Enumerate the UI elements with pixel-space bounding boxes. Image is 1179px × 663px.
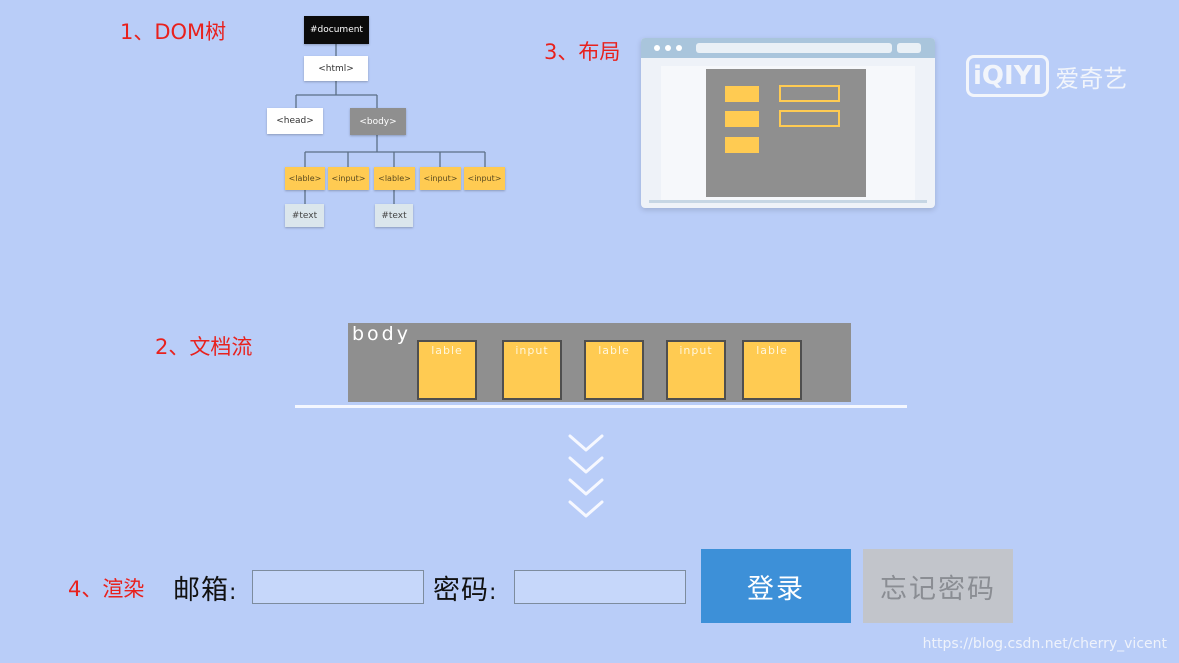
label-document-flow: 2、文档流 xyxy=(155,335,253,359)
flow-baseline xyxy=(295,405,907,408)
flow-body-label: body xyxy=(352,323,411,345)
flow-box-input-2: input xyxy=(666,340,726,400)
label-dom-tree: 1、DOM树 xyxy=(120,20,227,44)
layout-label-block xyxy=(725,137,759,153)
watermark: https://blog.csdn.net/cherry_vicent xyxy=(922,636,1167,652)
node-text-1: #text xyxy=(285,204,324,227)
node-head: <head> xyxy=(267,108,323,134)
flow-box-lable-1: lable xyxy=(417,340,477,400)
node-input-1: <input> xyxy=(328,167,369,190)
password-field[interactable] xyxy=(514,570,686,604)
iqiyi-logo: iQIYI 爱奇艺 xyxy=(966,55,1127,97)
flow-box-lable-3: lable xyxy=(742,340,802,400)
password-label-colon: : xyxy=(489,580,498,605)
layout-input-block xyxy=(779,85,840,102)
node-document: #document xyxy=(304,16,369,44)
window-title-bar xyxy=(641,38,935,58)
email-label: 邮箱: xyxy=(173,568,237,607)
chevron-down-icon xyxy=(568,434,604,518)
node-lable-1: <lable> xyxy=(285,167,325,190)
window-dot-icon xyxy=(654,45,660,51)
layout-label-block xyxy=(725,111,759,127)
window-button-bar xyxy=(897,43,921,53)
window-dot-icon xyxy=(665,45,671,51)
label-render: 4、渲染 xyxy=(68,577,145,601)
node-input-3: <input> xyxy=(464,167,505,190)
password-label-text: 密码 xyxy=(433,575,489,606)
flow-box-lable-2: lable xyxy=(584,340,644,400)
node-lable-2: <lable> xyxy=(374,167,415,190)
node-html: <html> xyxy=(304,56,368,81)
window-bottom-line xyxy=(649,200,927,203)
flow-body-block: body lable input lable input lable xyxy=(348,323,851,402)
node-input-2: <input> xyxy=(420,167,461,190)
node-body: <body> xyxy=(350,108,406,135)
layout-label-block xyxy=(725,86,759,102)
window-dot-icon xyxy=(676,45,682,51)
layout-input-block xyxy=(779,110,840,127)
iqiyi-logo-mark: iQIYI xyxy=(966,55,1050,97)
flow-box-input-1: input xyxy=(502,340,562,400)
label-layout: 3、布局 xyxy=(544,40,621,64)
node-text-2: #text xyxy=(375,204,413,227)
window-address-bar xyxy=(696,43,892,53)
iqiyi-logo-text: 爱奇艺 xyxy=(1055,64,1128,93)
forgot-password-button[interactable]: 忘记密码 xyxy=(863,549,1013,623)
email-field[interactable] xyxy=(252,570,424,604)
login-button[interactable]: 登录 xyxy=(701,549,851,623)
email-label-text: 邮箱 xyxy=(173,575,229,606)
layout-browser-window xyxy=(641,38,935,208)
email-label-colon: : xyxy=(229,580,238,605)
password-label: 密码: xyxy=(433,568,497,607)
